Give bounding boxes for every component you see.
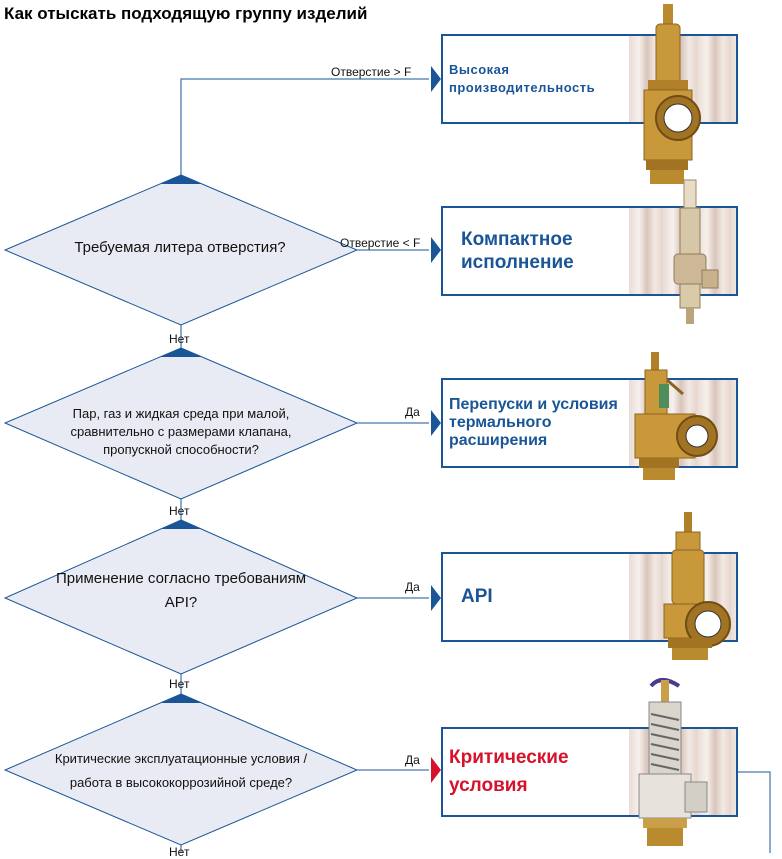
- label-yes-3: Да: [405, 753, 420, 767]
- arrow-right-icon: [431, 585, 441, 611]
- diamond-cap-4: [160, 694, 202, 703]
- label-no-4: Нет: [169, 845, 190, 859]
- arrow-right-icon: [431, 757, 441, 783]
- label-yes-1: Да: [405, 405, 420, 419]
- valve-image: [634, 352, 718, 480]
- valve-image: [663, 512, 731, 660]
- question-orifice: Требуемая литера отверстия?: [74, 239, 286, 256]
- label-yes-2: Да: [405, 580, 420, 594]
- diamond-cap-2: [160, 348, 202, 357]
- label-no-1: Нет: [169, 332, 190, 346]
- arrow-right-icon: [431, 410, 441, 436]
- arrow-right-icon: [431, 237, 441, 263]
- valve-image: [673, 179, 719, 324]
- decision-diamond-3: [3, 519, 359, 675]
- question-small-capacity: Пар, газ и жидкая среда при малой, сравн…: [70, 406, 292, 457]
- product-label: Критические условия: [449, 747, 569, 796]
- label-orifice-greater: Отверстие > F: [331, 65, 412, 79]
- page-title: Как отыскать подходящую группу изделий: [4, 4, 368, 23]
- connector-critical-exit: [738, 771, 771, 853]
- diamond-cap-3: [160, 520, 202, 529]
- label-orifice-less: Отверстие < F: [340, 236, 421, 250]
- valve-image: [643, 4, 701, 184]
- question-api: Применение согласно требованиям API?: [55, 570, 307, 611]
- connector-to-high-capacity: [180, 78, 429, 175]
- arrow-right-icon: [431, 66, 441, 92]
- label-no-2: Нет: [169, 504, 190, 518]
- decision-diamond-4: [3, 693, 359, 846]
- product-label: Перепуски и условия термального расширен…: [449, 396, 618, 449]
- product-label: Компактное исполнение: [461, 229, 574, 273]
- question-critical: Критические эксплуатационные условия / р…: [54, 751, 308, 790]
- product-label: API: [461, 586, 493, 607]
- valve-image: [638, 678, 708, 846]
- decision-diamond-1: [3, 174, 359, 326]
- label-no-3: Нет: [169, 677, 190, 691]
- decision-diamond-2: [3, 347, 359, 500]
- product-label: Высокая производительность: [449, 62, 596, 95]
- diamond-cap-1: [160, 175, 202, 184]
